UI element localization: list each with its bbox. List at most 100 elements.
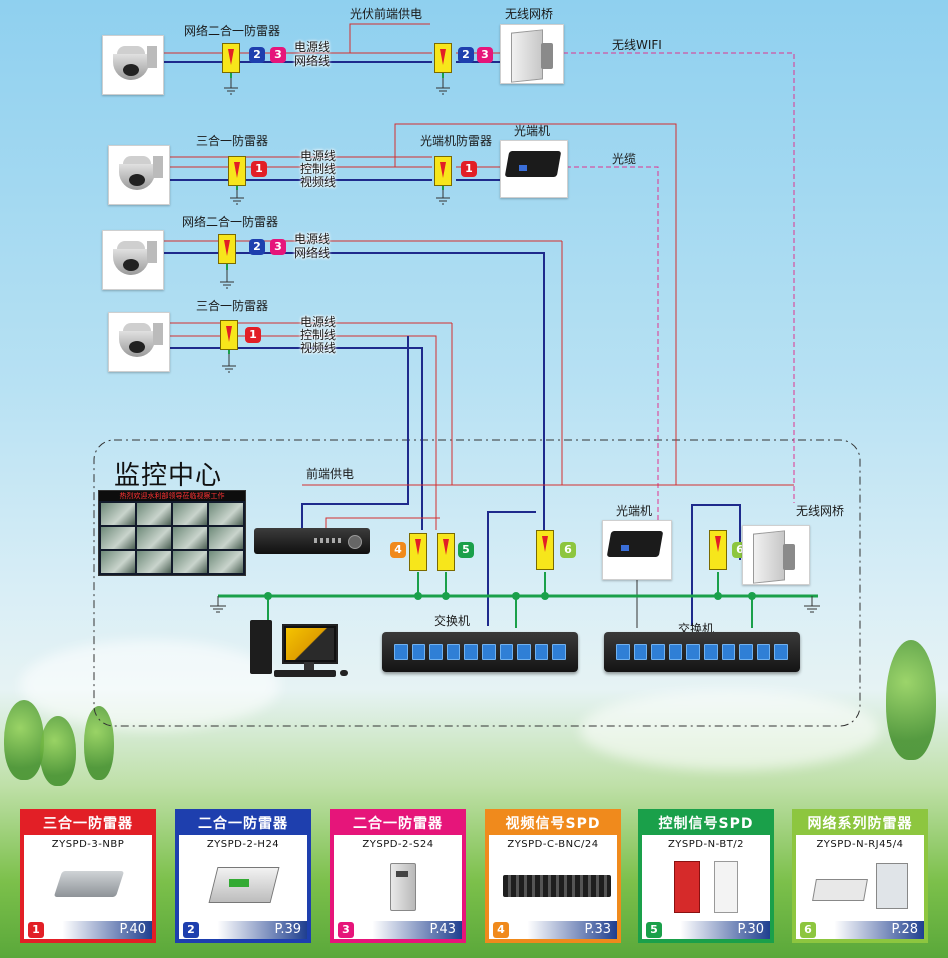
row4-line-power: 电源线: [300, 315, 337, 329]
spd-icon: [437, 533, 455, 571]
wireless-bridge-icon: [500, 24, 564, 84]
product-title: 控制信号SPD: [642, 813, 770, 835]
product-title: 二合一防雷器: [334, 813, 462, 835]
center-network: [487, 504, 741, 628]
row1-badge-3: 3: [270, 47, 286, 63]
row2-lines: [168, 123, 677, 520]
row2-far-title: 光端机防雷器: [420, 134, 493, 148]
network-switch-icon: [604, 632, 800, 672]
row4-spd-title: 三合一防雷器: [196, 299, 269, 313]
tree: [40, 716, 76, 786]
product-title: 三合一防雷器: [24, 813, 152, 835]
monitor-center-boundary: [93, 439, 861, 727]
product-image: [34, 857, 142, 913]
product-number: 2: [183, 922, 199, 938]
camera-icon: [102, 35, 164, 95]
product-title: 视频信号SPD: [489, 813, 617, 835]
row3-badge-2: 2: [249, 239, 265, 255]
product-image: [344, 857, 452, 913]
product-page: P.39: [274, 922, 302, 937]
row1-far-badge-2: 2: [458, 47, 474, 63]
tree: [886, 640, 936, 760]
row3-spd-title: 网络二合一防雷器: [182, 215, 279, 229]
row3-badge-3: 3: [270, 239, 286, 255]
product-card-3[interactable]: 二合一防雷器 ZYSPD-2-S24 3 P.43: [330, 809, 466, 943]
center-badge-5: 5: [458, 542, 474, 558]
computer-icon: [250, 620, 350, 680]
row2-far-badge-1: 1: [461, 161, 477, 177]
switch1-label: 交换机: [434, 614, 471, 628]
center-bridge-label: 无线网桥: [796, 504, 845, 518]
center-badge-4: 4: [390, 542, 406, 558]
camera-icon: [108, 312, 170, 372]
row4-line-video: 视频线: [300, 341, 337, 355]
center-fiber-label: 光端机: [616, 504, 653, 518]
spd-icon: [220, 320, 238, 350]
spd-icon: [434, 156, 452, 186]
fiber-transceiver-icon: [500, 140, 568, 198]
row2-line-power: 电源线: [300, 149, 337, 163]
camera-icon: [102, 230, 164, 290]
ground-bus: [210, 572, 820, 628]
cloud: [580, 690, 880, 770]
product-model: ZYSPD-N-RJ45/4: [816, 839, 904, 850]
row2-line-video: 视频线: [300, 175, 337, 189]
product-number: 4: [493, 922, 509, 938]
product-number: 5: [646, 922, 662, 938]
product-image: [499, 857, 611, 913]
row1-lines: [162, 23, 795, 503]
product-image: [189, 857, 297, 913]
front-power-bus: [302, 484, 794, 528]
product-card-2[interactable]: 二合一防雷器 ZYSPD-2-H24 2 P.39: [175, 809, 311, 943]
product-page: P.30: [737, 922, 765, 937]
product-number: 1: [28, 922, 44, 938]
product-image: [652, 857, 760, 913]
pv-power-label: 光伏前端供电: [350, 7, 423, 21]
wireless-bridge-icon: [742, 525, 810, 585]
product-card-6[interactable]: 网络系列防雷器 ZYSPD-N-RJ45/4 6 P.28: [792, 809, 928, 943]
wireless-wifi-label: 无线WIFI: [612, 38, 662, 52]
video-wall-banner: 热烈欢迎水利部领导莅临视察工作: [99, 491, 245, 501]
spd-icon: [218, 234, 236, 264]
row1-line-power: 电源线: [294, 40, 331, 54]
fiber-cable-label: 光缆: [612, 152, 637, 166]
wireless-bridge-label: 无线网桥: [505, 7, 554, 21]
cloud: [20, 640, 280, 730]
product-model: ZYSPD-3-NBP: [51, 839, 125, 850]
nvr-recorder-icon: [254, 528, 370, 554]
product-model: ZYSPD-2-S24: [362, 839, 434, 850]
center-badge-6a: 6: [560, 542, 576, 558]
product-number: 6: [800, 922, 816, 938]
product-card-1[interactable]: 三合一防雷器 ZYSPD-3-NBP 1 P.40: [20, 809, 156, 943]
spd-icon: [434, 43, 452, 73]
product-title: 二合一防雷器: [179, 813, 307, 835]
row1-line-network: 网络线: [294, 54, 331, 68]
product-model: ZYSPD-2-H24: [206, 839, 280, 850]
row2-line-control: 控制线: [300, 162, 337, 176]
product-image: [806, 857, 914, 913]
product-number: 3: [338, 922, 354, 938]
front-power-label: 前端供电: [306, 467, 355, 481]
network-switch-icon: [382, 632, 578, 672]
row1-badge-2: 2: [249, 47, 265, 63]
row4-badge-1: 1: [245, 327, 261, 343]
spd-icon: [228, 156, 246, 186]
product-page: P.28: [891, 922, 919, 937]
product-page: P.43: [429, 922, 457, 937]
video-wall: 热烈欢迎水利部领导莅临视察工作: [98, 490, 246, 576]
row3-line-power: 电源线: [294, 232, 331, 246]
product-page: P.40: [119, 922, 147, 937]
row1-far-badge-3: 3: [477, 47, 493, 63]
row2-far-device-label: 光端机: [514, 124, 551, 138]
spd-icon: [409, 533, 427, 571]
row1-spd-title: 网络二合一防雷器: [184, 24, 281, 38]
tree: [84, 706, 114, 780]
row2-badge-1: 1: [251, 161, 267, 177]
product-title: 网络系列防雷器: [796, 813, 924, 835]
spd-icon: [222, 43, 240, 73]
product-model: ZYSPD-C-BNC/24: [507, 839, 599, 850]
fiber-transceiver-icon: [602, 520, 672, 580]
